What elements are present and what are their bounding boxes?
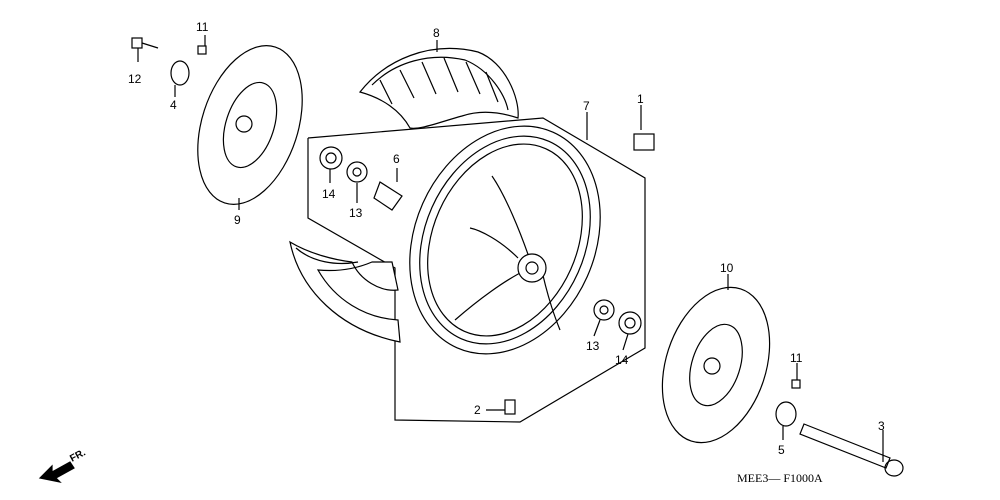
label-part-11-top: 11 <box>196 20 209 34</box>
direction-label: FR. <box>68 447 88 464</box>
bearing-13-left <box>346 161 368 183</box>
collar-4 <box>170 60 190 86</box>
wheel <box>409 125 601 355</box>
label-part-3: 3 <box>878 419 885 433</box>
figure-code: MEE3— F1000A <box>737 471 823 485</box>
bolt-11-bottom <box>791 379 801 389</box>
collar-5 <box>775 401 797 427</box>
assembly-outline <box>307 117 646 423</box>
label-part-1: 1 <box>637 92 644 106</box>
brake-disc-right <box>661 286 771 444</box>
fender-upper <box>358 47 519 129</box>
label-part-13-left: 13 <box>349 206 363 220</box>
label-part-4: 4 <box>170 98 177 112</box>
label-part-8: 8 <box>433 26 440 40</box>
label-part-7: 7 <box>583 99 590 113</box>
label-part-14-left: 14 <box>322 187 336 201</box>
leader-lines <box>137 35 884 462</box>
label-part-2: 2 <box>474 403 481 417</box>
label-part-14-right: 14 <box>615 353 629 367</box>
label-part-9: 9 <box>234 213 241 227</box>
spacer-6 <box>373 181 403 211</box>
valve-2 <box>504 399 516 415</box>
bolt-11-top <box>197 45 207 55</box>
front-direction-icon <box>38 461 75 483</box>
label-part-6: 6 <box>393 152 400 166</box>
axle-3 <box>799 423 904 477</box>
bearing-14-left <box>319 146 343 170</box>
fender-lower <box>289 240 401 343</box>
brake-disc-left <box>197 45 303 205</box>
label-part-12: 12 <box>128 72 142 86</box>
label-part-11-bottom: 11 <box>790 351 803 365</box>
label-part-10: 10 <box>720 261 734 275</box>
bearing-13-right <box>593 299 615 321</box>
label-part-5: 5 <box>778 443 785 457</box>
bolt-12 <box>131 37 159 49</box>
bearing-14-right <box>618 311 642 335</box>
label-part-13-right: 13 <box>586 339 600 353</box>
clip-1 <box>633 133 655 151</box>
